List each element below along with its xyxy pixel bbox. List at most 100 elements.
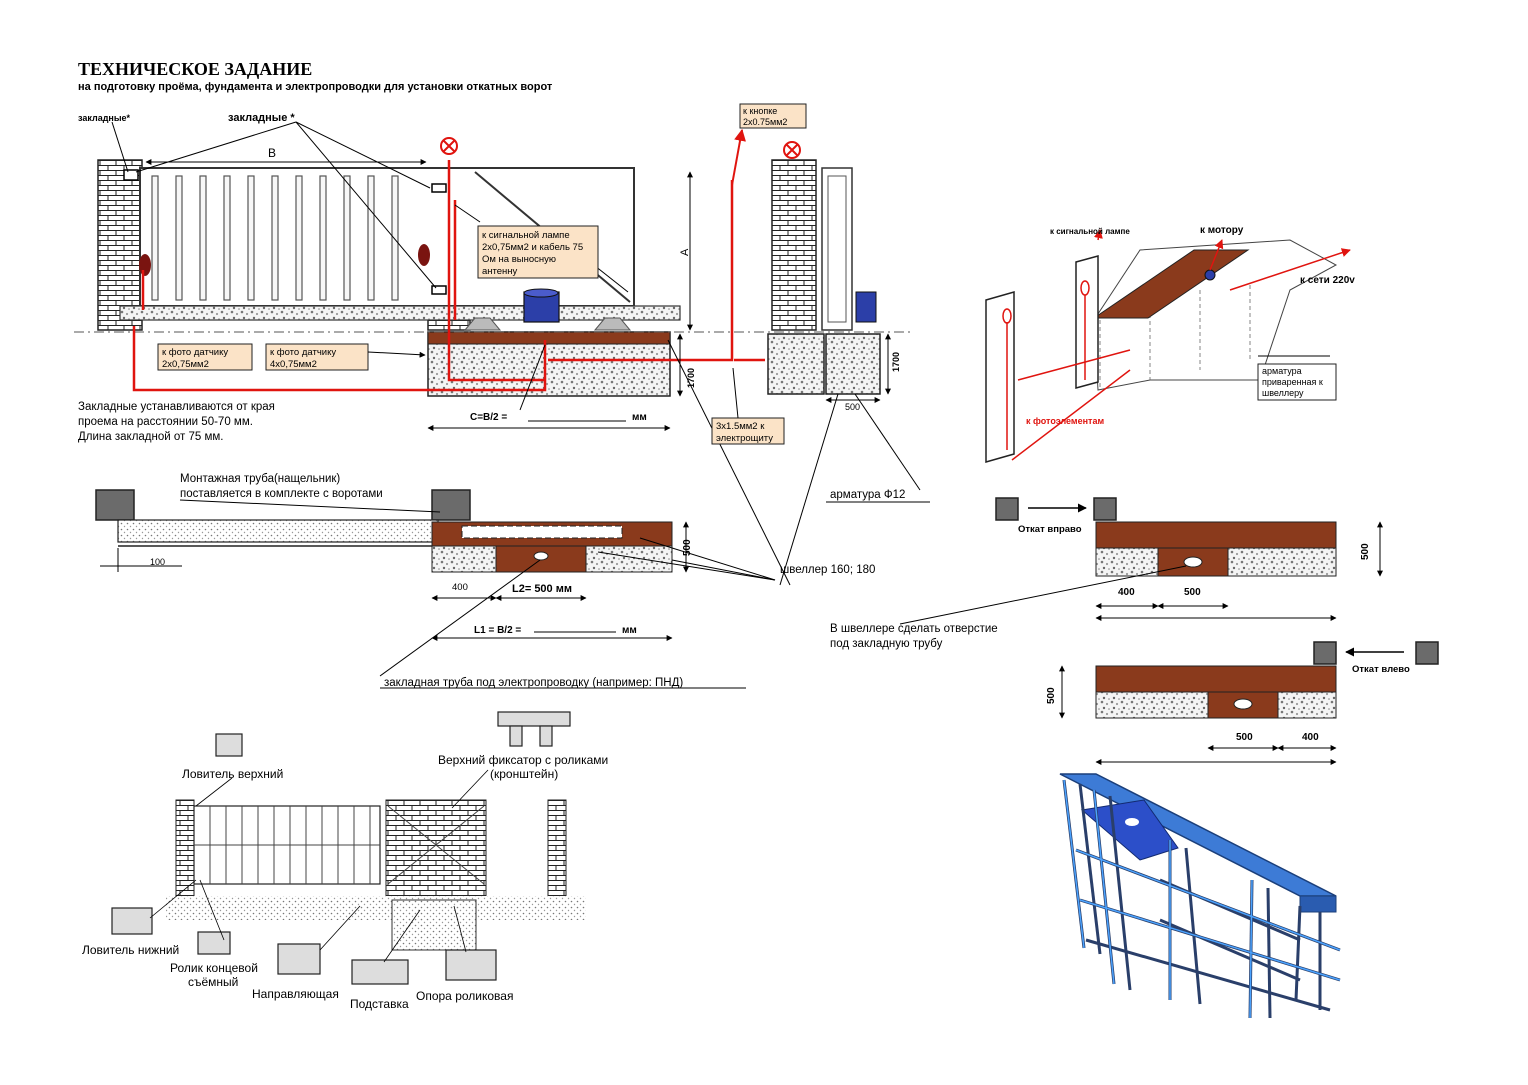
plan-400-label: 400 xyxy=(452,582,468,593)
sketch-foundation xyxy=(391,899,477,951)
rollback-left-channel xyxy=(1095,665,1337,693)
wiring-red xyxy=(132,160,765,392)
to-motor-label: к мотору xyxy=(1200,225,1244,236)
rebar-welded-box xyxy=(1257,363,1337,401)
embed-plate-middle-top xyxy=(431,183,447,193)
photo-sensor-2-label: к фото датчику 4x0,75мм2 xyxy=(270,347,339,370)
roller-support-label: Опора роликовая xyxy=(416,989,513,1003)
conduit-leader xyxy=(379,559,541,677)
mount-pipe xyxy=(117,519,439,543)
roller-support-2 xyxy=(593,317,632,331)
rollback-right-pillar-b xyxy=(1093,497,1117,521)
rebar-welded-label: арматура приваренная к швеллеру xyxy=(1262,366,1325,398)
signal-lamp-right-icon xyxy=(783,141,801,159)
perspective-wiring xyxy=(1006,229,1351,461)
rollback-left-dim-400: 400 xyxy=(1302,732,1319,743)
power-cable-box xyxy=(711,417,785,445)
rollback-left: Откат влево 500 500 400 xyxy=(1046,641,1439,765)
to-button-box xyxy=(739,103,807,129)
to-mains-label: к сети 220v xyxy=(1300,275,1355,286)
signal-lamp-icon xyxy=(440,137,458,155)
motor-cap xyxy=(523,288,559,298)
cage-mount-plate xyxy=(1080,799,1179,861)
to-signal-lamp-label: к сигнальной лампе xyxy=(1050,227,1130,236)
embed-plate-left xyxy=(123,169,139,181)
page-subtitle: на подготовку проёма, фундамента и элект… xyxy=(78,81,553,93)
post-inner xyxy=(827,175,847,323)
upper-fixer-label: Верхний фиксатор с роликами (кронштейн) xyxy=(438,753,612,781)
plan-conduit-hole xyxy=(533,551,549,561)
stand-icon xyxy=(351,959,409,985)
plan-view: Монтажная труба(нащельник) поставляется … xyxy=(95,473,930,689)
sketch-right-pillar xyxy=(547,799,567,897)
rollback-right-label: Откат вправо xyxy=(1018,524,1082,535)
embed-note: Закладные устанавливаются от края проема… xyxy=(78,401,278,443)
channel-leaders xyxy=(597,537,776,581)
cage-channel-front xyxy=(1299,895,1337,913)
rollback-left-pillar-b xyxy=(1415,641,1439,665)
rollback-right-dim-400: 400 xyxy=(1118,587,1135,598)
ground-rebar-lines xyxy=(1099,285,1251,390)
receiving-post xyxy=(821,167,853,331)
rollback-left-label: Откат влево xyxy=(1352,664,1410,675)
rollback-right-channel xyxy=(1095,521,1337,549)
roller-support-1 xyxy=(463,317,502,331)
plan-500-label: 500 xyxy=(682,539,693,556)
page-title: ТЕХНИЧЕСКОЕ ЗАДАНИЕ xyxy=(78,59,312,79)
dim-1700-right-label: 1700 xyxy=(891,352,901,372)
l1-mm: мм xyxy=(622,625,637,636)
photo-sensor-right-icon xyxy=(418,244,430,266)
sketch-middle-wall xyxy=(385,799,487,897)
perspective-post xyxy=(1075,255,1099,389)
right-brick-pillar xyxy=(771,159,817,331)
component-leaders xyxy=(149,769,489,963)
post-motor xyxy=(855,291,877,323)
dim-500-label: 500 xyxy=(845,402,860,412)
arrow-to-button xyxy=(731,128,746,186)
perspective-channel xyxy=(1092,249,1250,319)
photo-sensor-left-icon xyxy=(139,254,151,276)
rollback-right-pillar-a xyxy=(995,497,1019,521)
perspective-view: к сигнальной лампе к мотору к сети 220v … xyxy=(985,225,1355,463)
components-sketch: Ловитель верхний Верхний фиксатор с роли… xyxy=(82,711,612,1011)
post-foundation xyxy=(825,333,881,395)
signal-lamp-cable-box xyxy=(477,225,599,279)
channel-top xyxy=(427,331,671,345)
upper-fixer-icon xyxy=(497,711,571,727)
rollback-left-pillar-a xyxy=(1313,641,1337,665)
sketch-left-pillar xyxy=(175,799,195,897)
dim-a-label: A xyxy=(679,248,691,256)
embed-plate-middle-bottom xyxy=(431,285,447,295)
stand-label: Подставка xyxy=(350,997,409,1011)
rollback-right-dim-500: 500 xyxy=(1184,587,1201,598)
left-brick-pillar xyxy=(97,159,143,331)
roller-support-icon xyxy=(445,949,497,981)
lower-catcher-icon xyxy=(111,907,153,935)
guide-label: Направляющая xyxy=(252,987,339,1001)
plan-middle-pillar xyxy=(431,489,471,521)
photo-sensor-2-box xyxy=(265,343,369,371)
rollback-left-dim-500: 500 xyxy=(1236,732,1253,743)
dim-1700-left-label: 1700 xyxy=(686,368,696,388)
upper-catcher-label: Ловитель верхний xyxy=(182,767,283,781)
upper-catcher-icon xyxy=(215,733,243,757)
power-cable-label: 3x1.5мм2 к электрощиту xyxy=(716,421,773,444)
conduit-label: закладная труба под электропроводку (нап… xyxy=(384,677,683,689)
right-pillar-foundation xyxy=(767,333,825,395)
guide-icon xyxy=(277,943,321,975)
rebar-cage-3d xyxy=(1059,773,1341,1019)
end-roller-icon xyxy=(197,931,231,955)
cage-plate-hole xyxy=(1125,818,1139,826)
cage-rebars-highlight xyxy=(1063,779,1341,1019)
gate-rail-beam xyxy=(119,305,681,321)
photo-sensor-1-label: к фото датчику 2x0,75мм2 xyxy=(162,347,231,370)
dim-b-label: B xyxy=(268,146,276,160)
mount-pipe-label: Монтажная труба(нащельник) поставляется … xyxy=(180,473,383,500)
perspective-motor-outlet xyxy=(1204,269,1216,281)
photo-sensor-2-arrow xyxy=(367,351,426,358)
hole-note: В швеллере сделать отверстие под закладн… xyxy=(830,623,1001,650)
sketch-ground xyxy=(166,896,586,920)
l1-label: L1 = B/2 = xyxy=(474,625,521,636)
